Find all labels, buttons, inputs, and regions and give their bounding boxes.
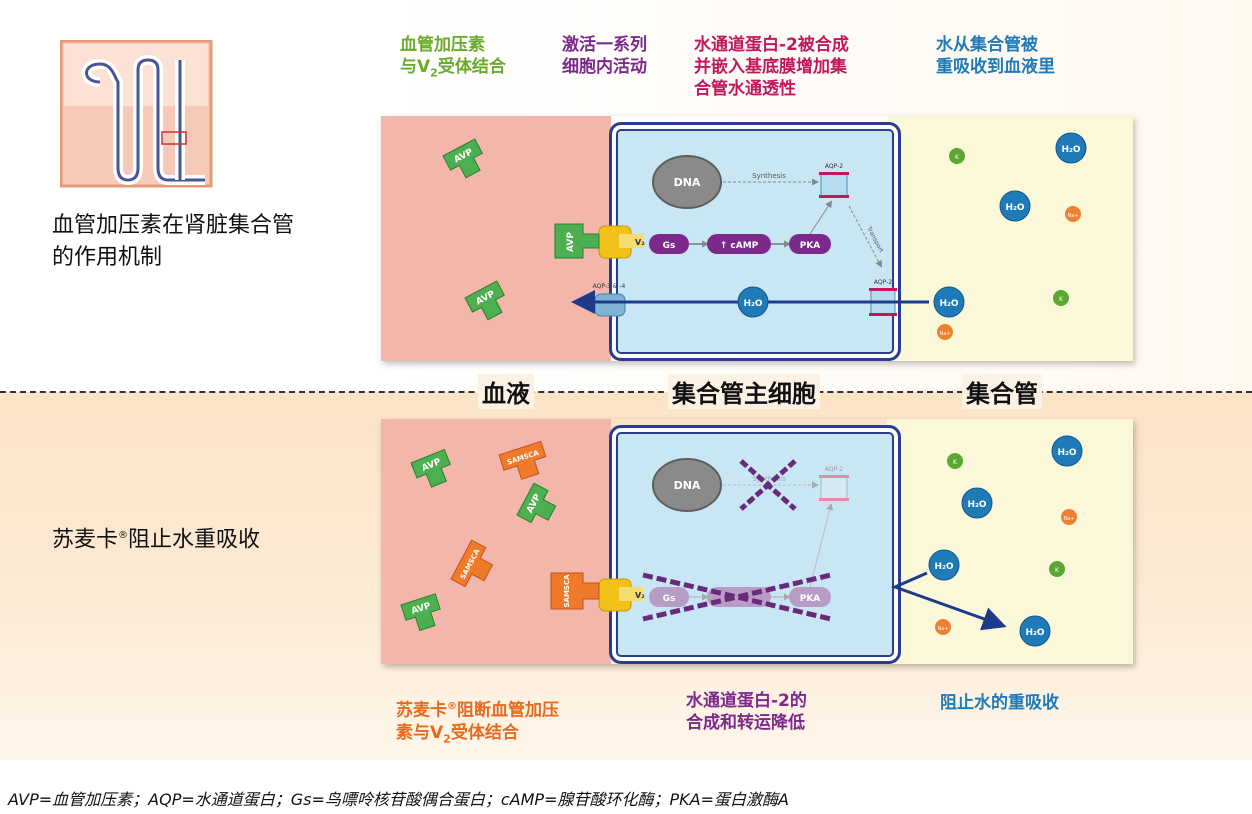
- caption-water-reabsorbed: 水从集合管被 重吸收到血液里: [936, 35, 1055, 77]
- na-label: Na+: [1068, 213, 1079, 219]
- gs-label: Gs: [663, 241, 676, 251]
- duct-lumen: [887, 116, 1133, 361]
- na-ion: [937, 324, 953, 340]
- k-ion: [1049, 561, 1065, 577]
- aqp2-membrane-label: AQP-2: [874, 279, 892, 286]
- gs-pill: [649, 234, 689, 254]
- caption-samsca-blocks: 苏麦卡®阻断血管加压 素与V2受体结合: [396, 700, 559, 746]
- pka-pill: [789, 234, 831, 254]
- region-label-cell: 集合管主细胞: [668, 374, 820, 409]
- caption-aqp2-synthesis: 水通道蛋白-2被合成 并嵌入基底膜增加集 合管水通透性: [694, 35, 849, 99]
- pka-label: PKA: [800, 594, 821, 604]
- h2o-label: H₂O: [1025, 628, 1044, 638]
- transport-label: Transport: [865, 225, 885, 255]
- pka-pill: [789, 587, 831, 607]
- k-label: K: [955, 154, 960, 161]
- h2o-molecule: [999, 190, 1031, 222]
- h2o-label: H₂O: [1061, 145, 1080, 155]
- gs-pill: [649, 587, 689, 607]
- nephron-thumbnail-icon: [60, 40, 213, 188]
- aqp2-label: AQP-2: [825, 466, 843, 473]
- h2o-label: H₂O: [1005, 203, 1024, 213]
- bound-samsca-molecule: SAMSCA: [550, 572, 600, 610]
- h2o-label: H₂O: [967, 500, 986, 510]
- na-ion: [935, 619, 951, 635]
- avp-molecule: AVP: [464, 280, 505, 321]
- na-label: Na+: [1064, 516, 1075, 522]
- caption-aqp2-reduced: 水通道蛋白-2的 合成和转运降低: [686, 691, 807, 733]
- h2o-label: H₂O: [1057, 448, 1076, 458]
- k-ion: [947, 453, 963, 469]
- h2o-molecule: [933, 286, 965, 318]
- camp-label: ↑ cAMP: [720, 241, 759, 251]
- na-label: Na+: [940, 331, 951, 337]
- principal-cell: [609, 425, 901, 664]
- avp-molecule: AVP: [516, 482, 557, 524]
- block-x-icon: [642, 572, 832, 622]
- pka-label: PKA: [800, 241, 821, 251]
- dna-nucleus: [652, 155, 722, 209]
- samsca-label: SAMSCA: [563, 574, 571, 608]
- avp-molecule: AVP: [410, 448, 452, 488]
- abbreviation-footnote: AVP=血管加压素；AQP=水通道蛋白；Gs=鸟嘌呤核苷酸偶合蛋白；cAMP=腺…: [8, 790, 789, 809]
- bottom-diagram-drawing: AVP SAMSCA AVP SAMSCA AVP V₂ SAMSCA: [400, 435, 1083, 647]
- aqp34-channel: [594, 293, 626, 317]
- caption-avp-binding: 血管加压素 与V2受体结合: [400, 35, 506, 80]
- h2o-molecule: [1051, 435, 1083, 467]
- mechanism-title: 血管加压素在肾脏集合管 的作用机制: [52, 213, 295, 270]
- dna-label: DNA: [674, 176, 701, 189]
- avp-label: AVP: [566, 232, 576, 252]
- h2o-molecule: [928, 549, 960, 581]
- samsca-title: 苏麦卡®阻止水重吸收: [52, 527, 261, 553]
- h2o-molecule: [737, 286, 769, 318]
- synthesis-label: Synthesis: [752, 475, 786, 483]
- na-ion: [1065, 206, 1081, 222]
- caption-reabsorption-blocked: 阻止水的重吸收: [940, 693, 1059, 713]
- dna-label: DNA: [674, 479, 701, 492]
- k-label: K: [1059, 296, 1064, 303]
- h2o-label: H₂O: [934, 562, 953, 572]
- duct-lumen: [887, 419, 1133, 664]
- v2-receptor: V₂: [598, 578, 645, 612]
- v2-receptor: V₂: [598, 225, 645, 259]
- k-label: K: [953, 459, 958, 466]
- v2-label: V₂: [635, 238, 645, 247]
- h2o-molecule: [1019, 615, 1051, 647]
- avp-molecule: AVP: [400, 593, 441, 632]
- h2o-label: H₂O: [743, 299, 762, 309]
- bottom-diagram-panel: AVP SAMSCA AVP SAMSCA AVP V₂ SAMSCA: [381, 419, 1133, 664]
- k-label: K: [1055, 567, 1060, 574]
- k-ion: [949, 148, 965, 164]
- region-label-blood: 血液: [478, 374, 534, 409]
- avp-molecule: AVP: [442, 138, 483, 179]
- k-ion: [1053, 290, 1069, 306]
- region-label-duct: 集合管: [962, 374, 1042, 409]
- divider-line: [0, 391, 1252, 393]
- deflected-water-arrow: [890, 571, 1007, 631]
- v2-label: V₂: [635, 591, 645, 600]
- synthesis-label: Synthesis: [752, 172, 786, 180]
- h2o-label: H₂O: [939, 299, 958, 309]
- samsca-molecule: SAMSCA: [450, 539, 494, 588]
- h2o-molecule: [961, 487, 993, 519]
- gs-label: Gs: [663, 594, 676, 604]
- top-diagram-drawing: AVP AVP V₂ AVP DNA Synthesis AQP-2 Gs ↑: [442, 132, 1087, 340]
- dna-nucleus: [652, 458, 722, 512]
- caption-intracellular: 激活一系列 细胞内活动: [562, 35, 647, 77]
- bound-avp-molecule: AVP: [554, 223, 600, 259]
- transport-arrow: [848, 205, 882, 268]
- camp-pill: [707, 234, 771, 254]
- top-diagram-panel: AVP AVP V₂ AVP DNA Synthesis AQP-2 Gs ↑: [381, 116, 1133, 361]
- na-ion: [1061, 509, 1077, 525]
- h2o-molecule: [1055, 132, 1087, 164]
- samsca-molecule: SAMSCA: [498, 440, 547, 480]
- aqp2-label: AQP-2: [825, 163, 843, 170]
- aqp34-label: AQP-3 & -4: [593, 283, 626, 290]
- na-label: Na+: [938, 626, 949, 632]
